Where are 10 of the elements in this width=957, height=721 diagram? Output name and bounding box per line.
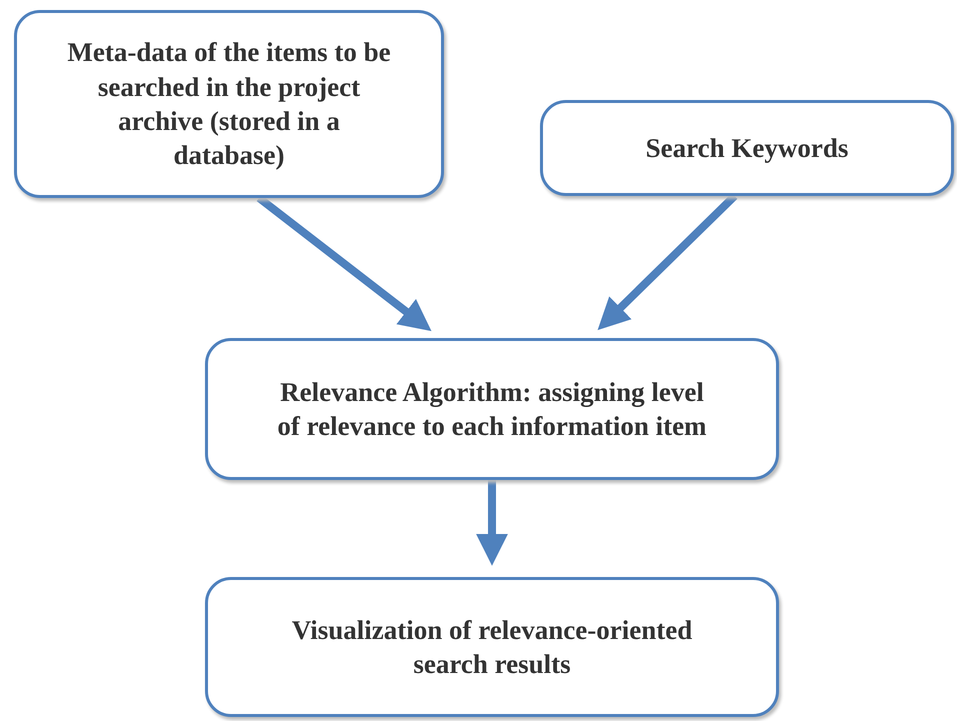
box-text: Relevance Algorithm: assigning level of relevance to each information item (277, 376, 707, 443)
process-box (205, 577, 779, 717)
process-box (205, 338, 779, 480)
arrow (476, 480, 508, 566)
box-text: Visualization of relevance-oriented search results (290, 614, 694, 681)
box-text: Search Keywords (646, 132, 848, 165)
arrow (598, 193, 738, 330)
box-text: Meta-data of the items to be searched in the project archive (stored in a database) (66, 36, 392, 172)
process-box (540, 100, 954, 196)
process-box (14, 10, 444, 198)
